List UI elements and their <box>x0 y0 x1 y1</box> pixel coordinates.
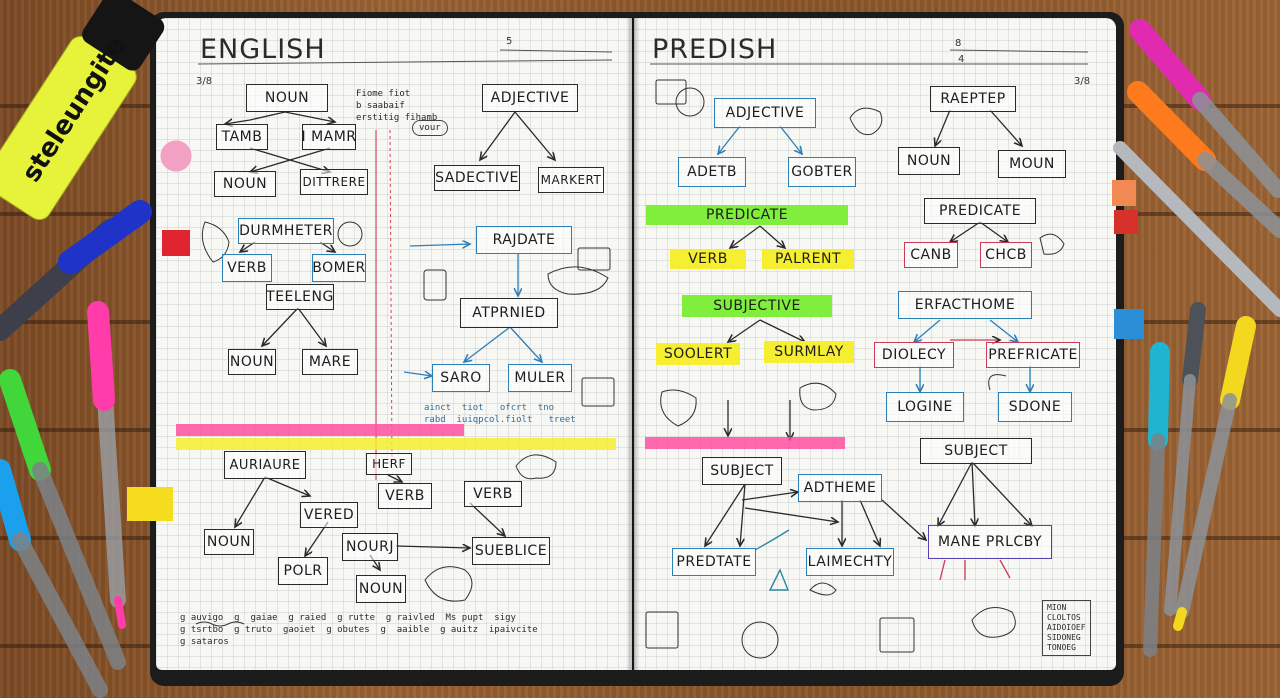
node-verb: VERB <box>222 254 272 282</box>
page-number: 5 <box>506 36 513 47</box>
node-adjective: ADJECTIVE <box>482 84 578 112</box>
gray-pen-right <box>1113 141 1280 317</box>
highlight-subjective: SUBJECTIVE <box>682 295 832 317</box>
node-sadective: SADECTIVE <box>434 165 520 191</box>
pink-flower-sticker <box>154 130 198 182</box>
node-noun-bot: NOUN <box>356 575 406 603</box>
node-atprnied: ATPRNIED <box>460 298 558 328</box>
dark-pen-right <box>1164 302 1206 616</box>
red-sticky-tab-right <box>1114 210 1138 234</box>
node-radjate: RAJDATE <box>476 226 572 254</box>
orange-marker-right <box>1127 81 1280 238</box>
node-markert: MARKERT <box>538 167 604 193</box>
node-polr: POLR <box>278 557 328 585</box>
node-noun-ll: NOUN <box>204 529 254 555</box>
corner-mark: 3/8 <box>196 76 213 87</box>
node-moun: MOUN <box>998 150 1066 178</box>
header-rules <box>197 49 1089 65</box>
node-laimecty: LAIMECHTY <box>806 548 894 576</box>
blue-sticky-tab <box>1114 309 1144 339</box>
orange-sticky-tab <box>1112 180 1136 206</box>
node-adjective-r: ADJECTIVE <box>714 98 816 128</box>
node-subject-r: SUBJECT <box>920 438 1032 464</box>
node-diolecy: DIOLECY <box>874 342 954 368</box>
blue-handwriting: ainct tiot ofcrt tno rabd iuiqpcol.fiolt… <box>424 403 576 425</box>
node-auriaure: AURIAURE <box>224 451 306 479</box>
cyan-pen <box>0 459 108 698</box>
corner-note-box: MION CLOLTOS AIDOIOEF SIDONEG TONOEG <box>1042 600 1091 656</box>
highlight-palrent: PALRENT <box>762 249 854 269</box>
node-subject-l: SUBJECT <box>702 457 782 485</box>
blue-marker <box>0 200 152 341</box>
node-noun-b: NOUN <box>228 349 276 375</box>
node-noun: NOUN <box>214 171 276 197</box>
node-chcb: CHCB <box>980 242 1032 268</box>
node-adetb: ADETB <box>678 157 746 187</box>
node-mamr: I MAMR <box>301 124 356 150</box>
yellow-highlight-band <box>176 438 616 450</box>
page-title-english: ENGLISH <box>200 34 326 65</box>
node-canb: CANB <box>904 242 958 268</box>
node-mane-prlcby: MANE PRLCBY <box>928 525 1052 559</box>
teal-pen-right <box>1143 342 1170 657</box>
magenta-marker-right <box>1129 19 1280 198</box>
notebook-spine <box>626 18 640 670</box>
margin-note: Fiome fiot b saabaif erstitig fihamb <box>356 89 438 123</box>
highlight-predicate: PREDICATE <box>646 205 848 225</box>
node-tamb: TAMB <box>216 124 268 150</box>
node-durmheter: DURMHETER <box>238 218 334 244</box>
node-bomer: BOMER <box>312 254 366 282</box>
magenta-pen <box>87 301 126 629</box>
red-sticky-tab <box>162 230 190 256</box>
node-dtitrere: DITTRERE <box>300 169 368 195</box>
teal-arrow <box>754 529 790 551</box>
bottom-handwriting: g auvigo g gaiae g raied g rutte g raivl… <box>180 613 538 647</box>
node-verb-m: VERB <box>378 483 432 509</box>
green-pen <box>0 369 126 670</box>
page-title-predish: PREDISH <box>652 34 778 65</box>
node-mare: MARE <box>302 349 358 375</box>
node-herf: HERF <box>366 453 412 475</box>
arrow-noun-tamb <box>225 111 286 124</box>
speech-bubble: vour <box>412 120 448 136</box>
node-predtate: PREDTATE <box>672 548 756 576</box>
node-erfacthome: ERFACTHOME <box>898 291 1032 319</box>
node-logine: LOGINE <box>886 392 964 422</box>
node-muler: MULER <box>508 364 572 392</box>
highlight-soolert: SOOLERT <box>656 343 740 365</box>
yellow-highlighter: steleungite <box>0 0 165 221</box>
node-saro: SARO <box>432 364 490 392</box>
node-raeptep: RAEPTEP <box>930 86 1016 112</box>
node-sueblice: SUEBLICE <box>472 537 550 565</box>
pink-highlight-band-right <box>645 437 845 449</box>
highlight-surmlay: SURMLAY <box>764 341 854 363</box>
page-number-right-2: 4 <box>958 54 965 65</box>
node-verb-r: VERB <box>464 481 522 507</box>
node-teeleng: TEELENG <box>266 284 334 310</box>
node-vered: VERED <box>300 502 358 528</box>
highlight-verb: VERB <box>670 249 746 269</box>
node-sdone: SDONE <box>998 392 1072 422</box>
node-gobter: GOBTER <box>788 157 856 187</box>
node-predicate-box: PREDICATE <box>924 198 1036 224</box>
page-number-right: 8 <box>955 38 962 49</box>
node-noun-r: NOUN <box>898 147 960 175</box>
node-prefricate: PREFRICATE <box>986 342 1080 368</box>
corner-mark-right: 3/8 <box>1074 76 1091 87</box>
node-noun-top: NOUN <box>246 84 328 112</box>
yellow-pen-right <box>1173 316 1256 631</box>
node-nourj: NOURJ <box>342 533 398 561</box>
pink-highlight-band <box>176 424 464 436</box>
doodle-frame <box>655 79 687 105</box>
yellow-sticky-tab <box>127 487 173 521</box>
node-adtheme: ADTHEME <box>798 474 882 502</box>
